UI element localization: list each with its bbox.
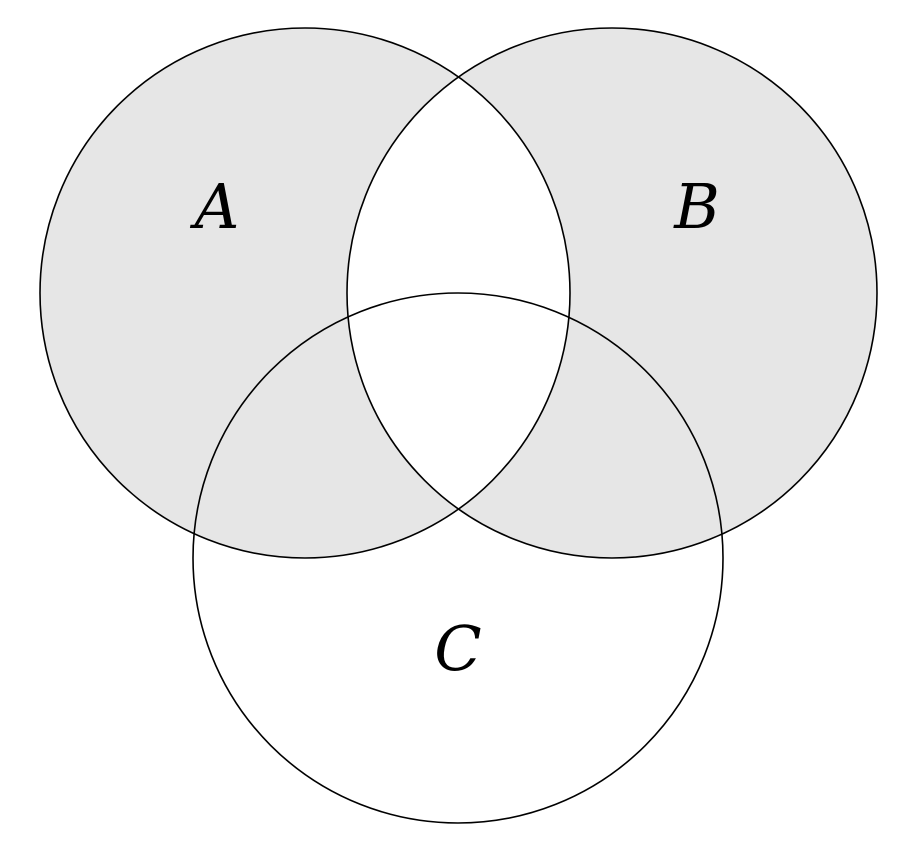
set-label-b: B [673, 170, 720, 243]
shaded-symmetric-difference-region [40, 28, 877, 558]
circle-set-b [346, 27, 878, 559]
circle-set-c [192, 292, 724, 824]
set-label-c: C [434, 612, 481, 685]
set-label-a: A [190, 170, 240, 243]
circle-set-a [39, 27, 571, 559]
